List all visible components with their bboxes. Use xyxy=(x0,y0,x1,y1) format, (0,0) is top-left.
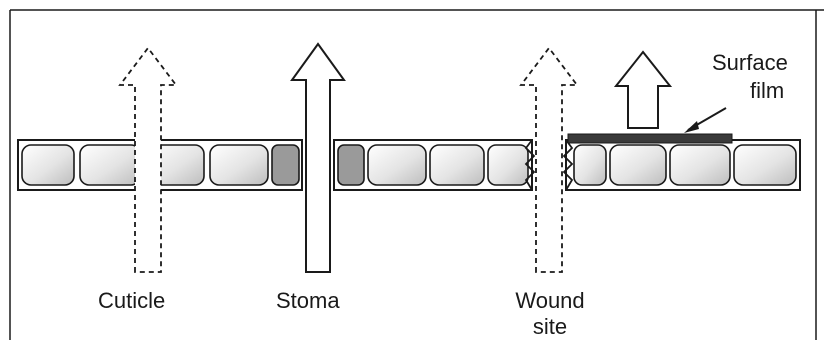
wound-site-label-line1: Wound xyxy=(500,288,600,313)
surface-film-arrow xyxy=(616,52,670,128)
epidermis-right xyxy=(564,140,800,190)
epidermal-cell xyxy=(488,145,528,185)
wound-site-label-line2: site xyxy=(500,314,600,339)
epidermal-cell xyxy=(210,145,268,185)
epidermal-cell xyxy=(430,145,484,185)
guard-cell-left xyxy=(272,145,299,185)
epidermis-middle xyxy=(334,140,534,190)
guard-cell-right xyxy=(338,145,364,185)
epidermal-cell xyxy=(574,145,606,185)
surface-film-pointer-head xyxy=(684,121,699,133)
epidermal-cell xyxy=(22,145,74,185)
surface-film-layer xyxy=(568,134,732,143)
cell-row-right xyxy=(574,145,796,185)
surface-film-label-line1: Surface xyxy=(712,50,788,75)
epidermal-cell xyxy=(734,145,796,185)
cell-row-middle xyxy=(338,145,528,185)
surface-film-label-line2: film xyxy=(750,78,784,103)
epidermal-cell xyxy=(670,145,730,185)
epidermal-cell xyxy=(368,145,426,185)
epidermal-cell xyxy=(80,145,140,185)
stoma-label: Stoma xyxy=(276,288,340,313)
epidermal-cell xyxy=(610,145,666,185)
cuticle-label: Cuticle xyxy=(98,288,165,313)
